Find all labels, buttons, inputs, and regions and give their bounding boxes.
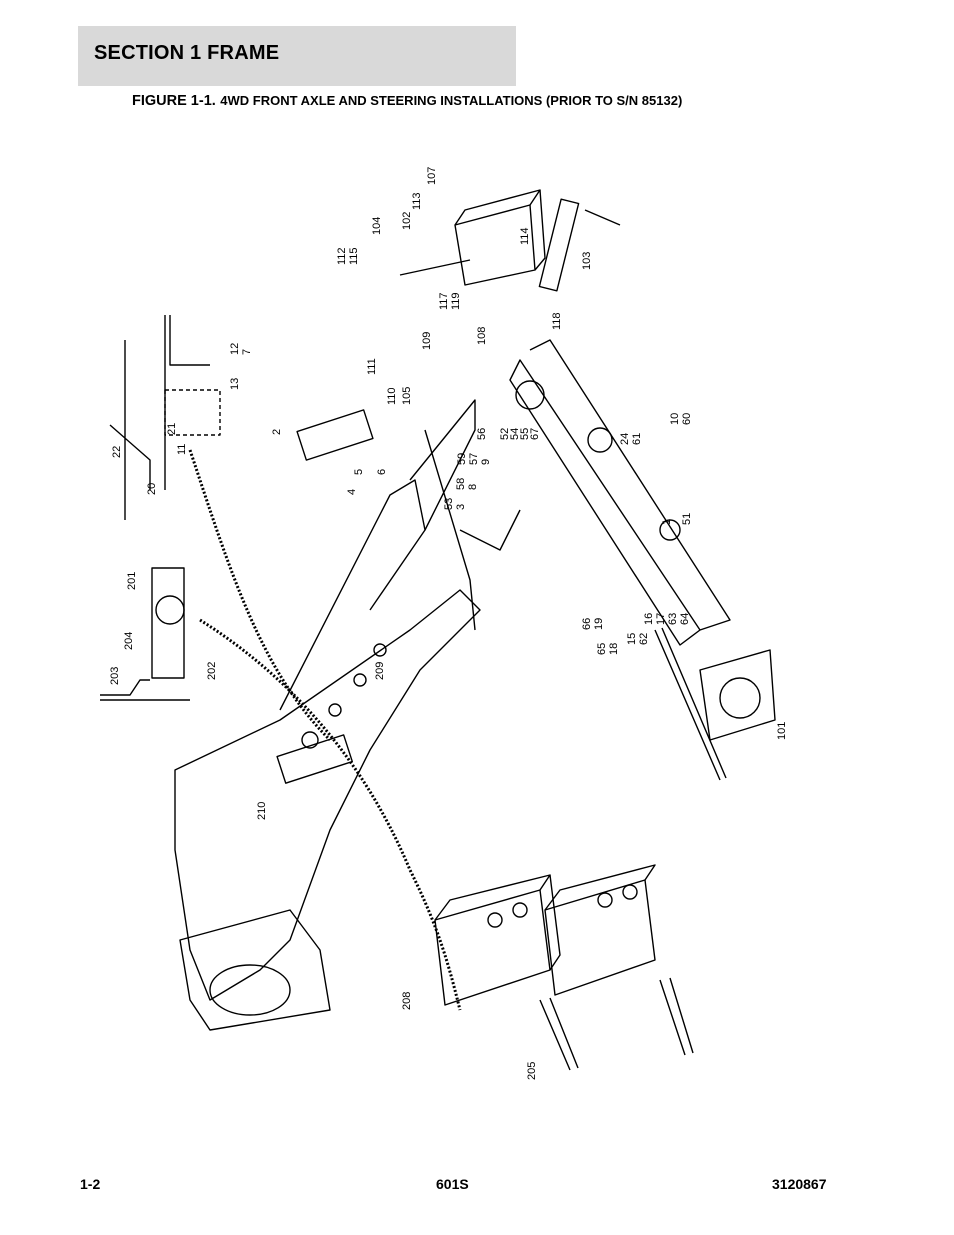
- callout-1: 1: [661, 519, 673, 525]
- figure-title: 4WD FRONT AXLE AND STEERING INSTALLATION…: [220, 93, 683, 108]
- callout-59: 59: [456, 453, 468, 465]
- callout-105: 105: [401, 387, 413, 405]
- callout-117: 117: [438, 292, 450, 310]
- callout-110: 110: [386, 387, 398, 405]
- part-callouts: 107 113 102 104 112 115 114 103 117 119 …: [109, 167, 788, 1080]
- callout-57: 57: [468, 453, 480, 465]
- callout-202: 202: [206, 662, 218, 680]
- axle-steering-drawing: 107 113 102 104 112 115 114 103 117 119 …: [100, 167, 788, 1080]
- callout-104: 104: [371, 217, 383, 235]
- section-title: SECTION 1 FRAME: [94, 42, 280, 64]
- callout-113: 113: [411, 192, 423, 210]
- callout-53: 53: [443, 498, 455, 510]
- callout-103: 103: [581, 252, 593, 270]
- callout-201: 201: [126, 572, 138, 590]
- document-number: 3120867: [772, 1176, 827, 1192]
- callout-12: 12: [229, 343, 241, 355]
- callout-210: 210: [256, 802, 268, 820]
- callout-6: 6: [376, 469, 388, 475]
- callout-67: 67: [529, 428, 541, 440]
- callout-2: 2: [271, 429, 283, 435]
- callout-101: 101: [776, 722, 788, 740]
- section-header-bar: SECTION 1 FRAME: [78, 26, 516, 86]
- callout-22: 22: [111, 446, 123, 458]
- callout-107: 107: [426, 167, 438, 185]
- callout-4: 4: [346, 489, 358, 495]
- callout-118: 118: [551, 312, 563, 330]
- callout-112: 112: [336, 247, 348, 265]
- callout-7: 7: [241, 349, 253, 355]
- callout-5: 5: [353, 469, 365, 475]
- callout-111: 111: [366, 358, 378, 375]
- callout-62: 62: [638, 633, 650, 645]
- callout-205: 205: [526, 1062, 538, 1080]
- callout-51: 51: [681, 513, 693, 525]
- callout-56: 56: [476, 428, 488, 440]
- callout-204: 204: [123, 632, 135, 650]
- callout-209: 209: [374, 662, 386, 680]
- callout-119: 119: [450, 292, 462, 310]
- callout-16: 16: [643, 613, 655, 625]
- callout-10: 10: [669, 413, 681, 425]
- callout-17: 17: [655, 613, 667, 625]
- callout-63: 63: [667, 613, 679, 625]
- callout-24: 24: [619, 433, 631, 445]
- page-number: 1-2: [80, 1176, 101, 1192]
- callout-8: 8: [467, 484, 479, 490]
- callout-114: 114: [519, 227, 531, 245]
- callout-60: 60: [681, 413, 693, 425]
- callout-52: 52: [499, 428, 511, 440]
- callout-20: 20: [146, 483, 158, 495]
- callout-61: 61: [631, 433, 643, 445]
- callout-55: 55: [519, 428, 531, 440]
- callout-65: 65: [596, 643, 608, 655]
- callout-102: 102: [401, 212, 413, 230]
- callout-108: 108: [476, 327, 488, 345]
- callout-64: 64: [679, 613, 691, 625]
- callout-54: 54: [509, 428, 521, 440]
- callout-3: 3: [455, 504, 467, 510]
- figure-caption: FIGURE 1-1. 4WD FRONT AXLE AND STEERING …: [132, 92, 682, 110]
- callout-18: 18: [608, 643, 620, 655]
- callout-109: 109: [421, 332, 433, 350]
- callout-208: 208: [401, 992, 413, 1010]
- callout-58: 58: [455, 478, 467, 490]
- model-name: 601S: [436, 1176, 469, 1192]
- callout-11: 11: [176, 444, 188, 455]
- figure-label: FIGURE 1-1.: [132, 93, 216, 109]
- callout-15: 15: [626, 633, 638, 645]
- callout-13: 13: [229, 378, 241, 390]
- callout-21: 21: [166, 423, 178, 435]
- callout-19: 19: [593, 618, 605, 630]
- callout-115: 115: [348, 247, 360, 265]
- callout-203: 203: [109, 667, 121, 685]
- callout-9: 9: [480, 459, 492, 465]
- callout-66: 66: [581, 618, 593, 630]
